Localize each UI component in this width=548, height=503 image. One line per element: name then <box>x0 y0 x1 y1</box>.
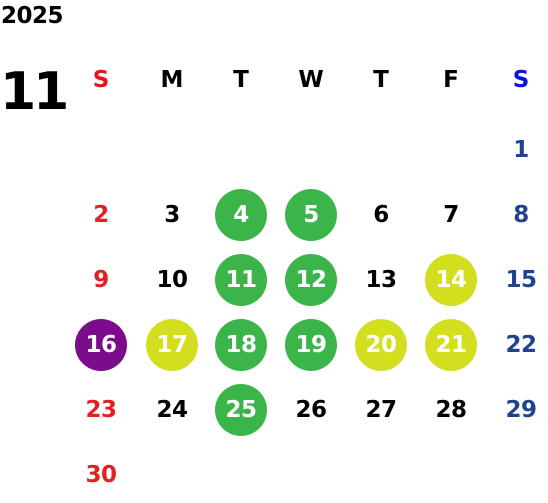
day-6[interactable]: 6 <box>373 201 389 228</box>
day-29[interactable]: 29 <box>505 396 537 423</box>
day-16[interactable]: 16 <box>75 319 127 371</box>
day-13[interactable]: 13 <box>365 266 397 293</box>
day-14[interactable]: 14 <box>425 254 477 306</box>
weekday-header-sunday: S <box>92 67 110 93</box>
day-26[interactable]: 26 <box>295 396 327 423</box>
weekday-header-wednesday: W <box>298 67 324 93</box>
day-22[interactable]: 22 <box>505 331 537 358</box>
day-11[interactable]: 11 <box>215 254 267 306</box>
weekday-header-friday: F <box>443 67 459 93</box>
month-label: 11 <box>0 62 69 122</box>
day-8[interactable]: 8 <box>513 201 529 228</box>
day-2[interactable]: 2 <box>93 201 109 228</box>
day-27[interactable]: 27 <box>365 396 397 423</box>
weekday-header-tuesday: T <box>233 67 249 93</box>
day-1[interactable]: 1 <box>513 136 529 163</box>
day-17[interactable]: 17 <box>146 319 198 371</box>
year-label: 2025 <box>1 3 64 29</box>
weekday-header-monday: M <box>160 67 184 93</box>
day-30[interactable]: 30 <box>85 461 117 488</box>
day-21[interactable]: 21 <box>425 319 477 371</box>
day-7[interactable]: 7 <box>443 201 459 228</box>
day-12[interactable]: 12 <box>285 254 337 306</box>
day-15[interactable]: 15 <box>505 266 537 293</box>
weekday-header-saturday: S <box>512 67 530 93</box>
day-25[interactable]: 25 <box>215 384 267 436</box>
day-5[interactable]: 5 <box>285 189 337 241</box>
day-19[interactable]: 19 <box>285 319 337 371</box>
day-28[interactable]: 28 <box>435 396 467 423</box>
day-4[interactable]: 4 <box>215 189 267 241</box>
day-9[interactable]: 9 <box>93 266 109 293</box>
day-3[interactable]: 3 <box>164 201 180 228</box>
day-24[interactable]: 24 <box>156 396 188 423</box>
weekday-header-thursday: T <box>373 67 389 93</box>
day-18[interactable]: 18 <box>215 319 267 371</box>
day-23[interactable]: 23 <box>85 396 117 423</box>
day-10[interactable]: 10 <box>156 266 188 293</box>
day-20[interactable]: 20 <box>355 319 407 371</box>
